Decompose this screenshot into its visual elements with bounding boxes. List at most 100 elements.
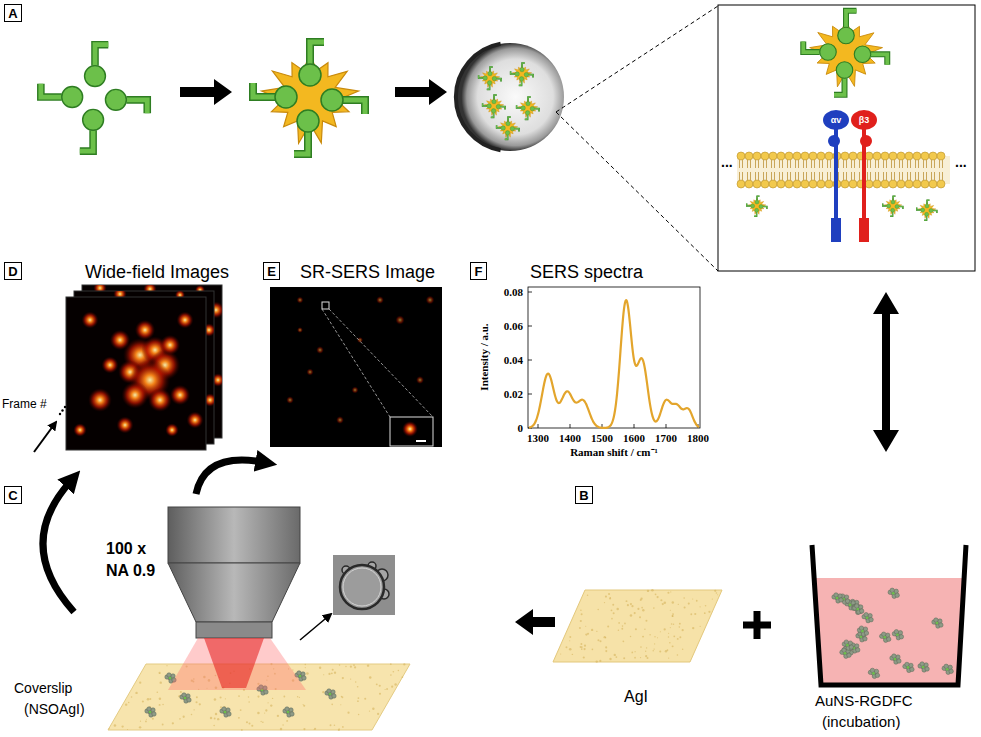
lipid-membrane-part [798, 160, 799, 168]
surface-grain [160, 681, 162, 683]
plus-sign-part [754, 611, 761, 639]
cell-micrograph-part [340, 565, 384, 609]
sers-spot [187, 412, 204, 429]
surface-grain [668, 636, 669, 637]
lipid-membrane-part [929, 180, 937, 188]
surface-grain [683, 597, 685, 599]
cell-micrograph [333, 555, 395, 615]
peptide-ligand [479, 67, 501, 89]
surface-grain [630, 636, 631, 637]
surface-grain [379, 693, 381, 695]
surface-grain [647, 590, 649, 592]
lipid-membrane-part [777, 152, 785, 160]
surface-grain [191, 714, 192, 715]
axis-tick [528, 394, 532, 395]
double-arrow [873, 292, 899, 452]
sers-spot [357, 337, 363, 343]
surface-grain [334, 724, 336, 726]
nanoparticle-part [301, 672, 305, 676]
surface-grain [640, 646, 642, 648]
lipid-membrane-part [881, 180, 889, 188]
tick-label: 0.02 [504, 388, 523, 401]
surface-grain [672, 615, 674, 617]
panel-letter: F [475, 265, 483, 278]
surface-grain [597, 639, 599, 641]
lipid-membrane-part [923, 160, 924, 168]
nanoparticle-part [329, 693, 332, 696]
surface-grain [179, 718, 181, 720]
lipid-membrane-part [918, 172, 919, 180]
nanoparticle-part [151, 708, 155, 712]
lipid-membrane-part [747, 160, 748, 168]
lipid-membrane-part [809, 152, 817, 160]
surface-grain [616, 608, 618, 610]
surface-grain [611, 609, 613, 611]
surface-grain [331, 703, 333, 705]
surface-grain [314, 728, 316, 730]
surface-grain [688, 603, 690, 605]
surface-grain [240, 709, 242, 711]
sers-spot [426, 296, 435, 305]
integrin-receptor-part [828, 135, 840, 147]
surface-grain [140, 721, 141, 722]
nanoparticle-part [287, 711, 290, 714]
lipid-membrane-part [891, 160, 892, 168]
peptide-ligand [747, 196, 767, 216]
nanoparticle [890, 654, 901, 664]
surface-grain [634, 657, 636, 659]
cell-illustration [456, 43, 564, 151]
laser-beam [168, 638, 306, 690]
lipid-membrane-part [745, 152, 753, 160]
nanoparticle-part [886, 633, 890, 637]
sers-spot [316, 346, 324, 354]
surface-grain [645, 620, 647, 622]
surface-grain [248, 701, 249, 702]
lipid-membrane-part [758, 160, 759, 168]
agi-substrate [553, 590, 722, 662]
surface-grain [605, 650, 607, 652]
surface-grain [306, 672, 309, 675]
lipid-membrane-part [873, 180, 881, 188]
lipid-membrane-part [806, 172, 807, 180]
lipid-membrane-part [854, 160, 855, 168]
nanoparticle [853, 604, 864, 614]
beaker-particles [832, 588, 954, 678]
lipid-membrane-part [761, 152, 769, 160]
nanoparticle [932, 618, 943, 628]
sers-spot [121, 381, 148, 408]
nanoparticle-part [147, 707, 151, 711]
panel-letter-box: F [470, 262, 487, 280]
surface-grain [108, 728, 109, 729]
lipid-membrane-part [795, 160, 796, 168]
surface-grain [609, 658, 611, 660]
lipid-membrane-part [838, 172, 839, 180]
nanoparticle-part [285, 707, 289, 711]
lipid-membrane-part [750, 172, 751, 180]
lipid-membrane-part [937, 180, 945, 188]
agi-texture [560, 589, 718, 663]
surface-grain [635, 628, 637, 630]
surface-grain [641, 607, 643, 609]
sers-spot [170, 385, 190, 405]
lipid-membrane-part [929, 152, 937, 160]
nanoparticle [145, 707, 156, 717]
surface-grain [391, 686, 393, 688]
lipid-membrane-part [830, 160, 831, 168]
nanoparticle-part [856, 648, 860, 652]
aperture-label: NA 0.9 [106, 562, 155, 580]
lipid-membrane-part [934, 172, 935, 180]
surface-grain [708, 611, 710, 613]
lipid-membrane [737, 152, 950, 188]
sers-spot [286, 396, 294, 404]
surface-grain [668, 633, 669, 634]
surface-grain [347, 712, 349, 714]
integrin-receptor-part [831, 218, 841, 242]
nanoparticle-part [855, 644, 859, 648]
integrin-receptor [823, 110, 877, 242]
surface-grain [659, 651, 661, 653]
lipid-membrane-part [742, 172, 743, 180]
nanoparticle-part [844, 595, 848, 599]
surface-grain [580, 620, 582, 622]
zoom-inset-part [416, 440, 426, 442]
integrin-receptor-part [823, 110, 849, 130]
